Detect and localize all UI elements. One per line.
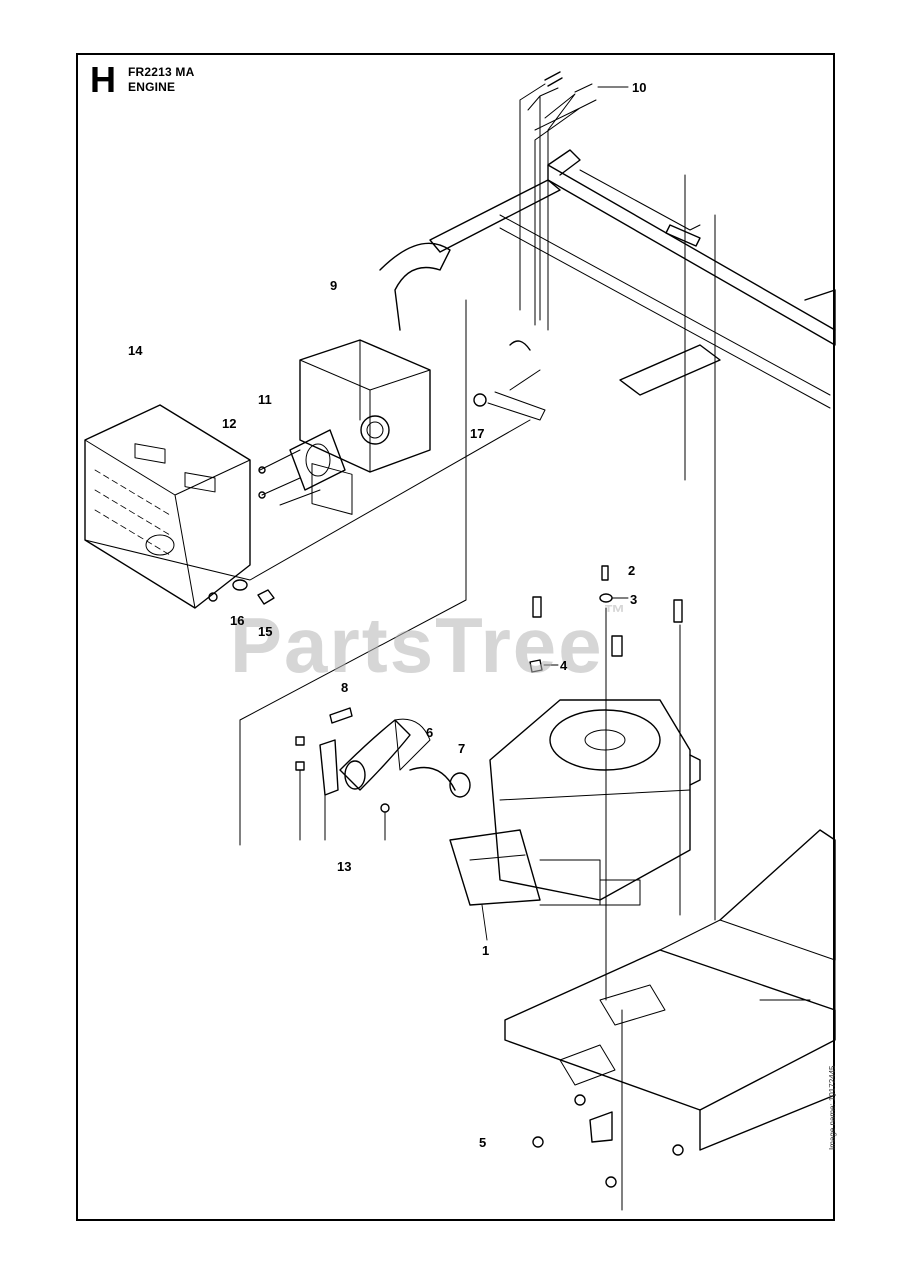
callout-17: 17 (470, 426, 485, 441)
engine-1 (449, 699, 701, 906)
callout-5: 5 (479, 1135, 487, 1150)
callout-12: 12 (222, 416, 237, 431)
callout-11: 11 (258, 392, 272, 407)
nut-17 (473, 391, 546, 421)
gasket-7 (449, 772, 471, 798)
callout-6: 6 (426, 725, 434, 740)
chassis-frame-upper (429, 149, 836, 409)
callout-14: 14 (128, 343, 143, 358)
nut-15 (257, 589, 275, 605)
callout-16: 16 (230, 613, 245, 628)
gasket-11 (289, 429, 346, 491)
callout-8: 8 (341, 680, 349, 695)
section-letter: H (90, 59, 116, 100)
model-title: FR2213 MA (128, 65, 195, 79)
callout-9: 9 (330, 278, 338, 293)
bolt-mount-mid (611, 635, 623, 657)
engine-cover-14 (84, 404, 251, 609)
bolt-set-10 (519, 71, 629, 331)
screw-8 (329, 707, 353, 724)
alignment-line-muffler (239, 299, 467, 846)
callout-3: 3 (630, 592, 638, 607)
screws-12 (258, 449, 321, 506)
callout-7: 7 (458, 741, 466, 756)
mounting-axis-lines (605, 174, 716, 1001)
section-title: ENGINE (128, 80, 176, 94)
callout-2: 2 (628, 563, 636, 578)
diagram-frame (76, 53, 835, 1221)
muffler-6 (339, 718, 456, 791)
alignment-line-cover (84, 419, 531, 581)
image-number: Image name: 10172445 (828, 1065, 837, 1150)
air-filter-housing-9 (299, 339, 431, 515)
washer-16 (232, 579, 248, 591)
callout-1: 1 (482, 943, 490, 958)
bolt-2 (601, 565, 609, 581)
bolt-mount-right (673, 599, 683, 623)
washer-3 (599, 593, 613, 603)
callout-4: 4 (560, 658, 568, 673)
bolt-mount-left (532, 596, 542, 618)
callout-leaders (481, 597, 629, 941)
air-hose (379, 242, 541, 391)
bracket-13 (295, 736, 390, 841)
nut-4 (529, 659, 543, 673)
chassis-frame-lower (504, 829, 836, 1151)
callout-10: 10 (632, 80, 647, 95)
callout-13: 13 (337, 859, 352, 874)
screw-cover (208, 592, 218, 602)
nuts-5 (532, 1094, 684, 1188)
callout-15: 15 (258, 624, 273, 639)
